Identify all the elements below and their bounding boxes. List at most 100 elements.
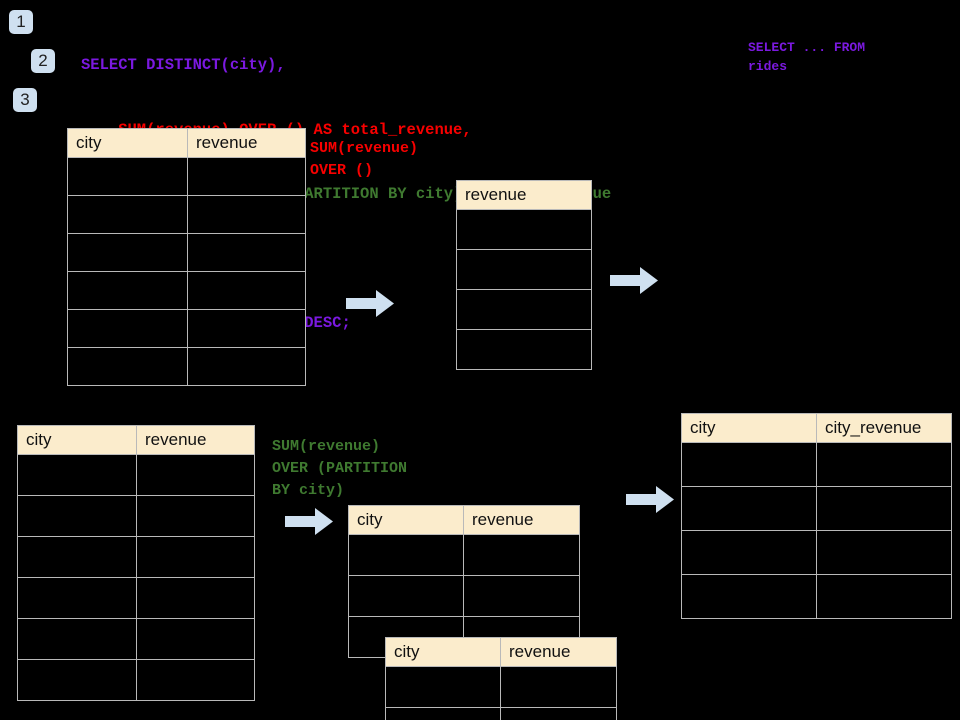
table-row <box>385 666 617 708</box>
cell-city <box>385 666 501 708</box>
table-row <box>681 530 952 575</box>
arrow-partition-to-result <box>626 486 674 513</box>
cell-revenue <box>456 289 592 330</box>
table-row <box>67 271 306 310</box>
table-row <box>67 347 306 386</box>
cell-revenue <box>136 577 255 619</box>
table-header-row: city revenue <box>67 128 306 158</box>
column-header-revenue: revenue <box>456 180 592 210</box>
column-header-revenue: revenue <box>463 505 580 535</box>
cell-city <box>67 347 188 386</box>
column-header-city: city <box>67 128 188 158</box>
cell-city <box>17 577 137 619</box>
cell-revenue <box>187 233 306 272</box>
rides-source-table-top: city revenue <box>67 128 306 386</box>
cell-city <box>385 707 501 720</box>
table-row <box>67 309 306 348</box>
table-header-row: revenue <box>456 180 592 210</box>
table-row <box>385 707 617 720</box>
cell-revenue <box>463 575 580 617</box>
result-table: city city_revenue <box>681 413 952 619</box>
table-row <box>348 575 580 617</box>
cell-city-revenue <box>816 574 952 619</box>
table-row <box>17 454 255 496</box>
cell-city <box>67 233 188 272</box>
total-revenue-table: revenue <box>456 180 592 370</box>
arrow-total-to-result <box>610 267 658 294</box>
cell-city <box>681 530 817 575</box>
cell-city <box>681 574 817 619</box>
step-badge-2: 2 <box>31 49 55 73</box>
cell-city <box>17 618 137 660</box>
table-row <box>681 442 952 487</box>
table-row <box>17 618 255 660</box>
cell-revenue <box>136 454 255 496</box>
partition-group-table-back: city revenue <box>348 505 580 658</box>
rides-source-table-bottom: city revenue <box>17 425 255 701</box>
table-header-row: city revenue <box>348 505 580 535</box>
table-row <box>348 534 580 576</box>
cell-city <box>67 157 188 196</box>
cell-revenue <box>187 309 306 348</box>
cell-city <box>681 442 817 487</box>
cell-city-revenue <box>816 442 952 487</box>
table-row <box>67 195 306 234</box>
cell-revenue <box>463 534 580 576</box>
cell-city <box>67 309 188 348</box>
cell-city <box>17 659 137 701</box>
arrow-source-to-partition <box>285 508 333 535</box>
step-badge-3: 3 <box>13 88 37 112</box>
cell-revenue <box>136 659 255 701</box>
table-row <box>456 249 592 290</box>
cell-city <box>67 271 188 310</box>
cell-revenue <box>500 666 617 708</box>
table-row <box>17 536 255 578</box>
column-header-revenue: revenue <box>136 425 255 455</box>
table-row <box>17 577 255 619</box>
cell-revenue <box>187 195 306 234</box>
table-row <box>456 329 592 370</box>
table-row <box>681 486 952 531</box>
cell-city-revenue <box>816 486 952 531</box>
table-row <box>456 209 592 250</box>
column-header-city: city <box>385 637 501 667</box>
cell-city <box>67 195 188 234</box>
cell-city <box>17 495 137 537</box>
cell-revenue <box>456 329 592 370</box>
cell-city <box>17 536 137 578</box>
cell-revenue <box>500 707 617 720</box>
annotation-sum-over-partition: SUM(revenue) OVER (PARTITION BY city) <box>272 438 408 499</box>
cell-revenue <box>187 157 306 196</box>
cell-city <box>348 575 464 617</box>
cell-revenue <box>456 209 592 250</box>
partition-group-table-front: city revenue <box>385 637 617 720</box>
cell-revenue <box>456 249 592 290</box>
table-row <box>456 289 592 330</box>
column-header-revenue: revenue <box>187 128 306 158</box>
cell-city <box>348 534 464 576</box>
cell-revenue <box>187 347 306 386</box>
cell-city <box>17 454 137 496</box>
cell-revenue <box>187 271 306 310</box>
table-row <box>17 495 255 537</box>
annotation-select-from-rides: SELECT ... FROM rides <box>748 40 866 74</box>
cell-revenue <box>136 618 255 660</box>
column-header-city: city <box>348 505 464 535</box>
table-row <box>67 233 306 272</box>
annotation-sum-over-empty: SUM(revenue) OVER () <box>310 140 419 179</box>
table-row <box>67 157 306 196</box>
step-badge-1: 1 <box>9 10 33 34</box>
column-header-city: city <box>17 425 137 455</box>
table-header-row: city revenue <box>385 637 617 667</box>
column-header-city: city <box>681 413 817 443</box>
table-row <box>17 659 255 701</box>
column-header-city-revenue: city_revenue <box>816 413 952 443</box>
table-header-row: city city_revenue <box>681 413 952 443</box>
sql-line-1: SELECT DISTINCT(city), <box>81 56 286 74</box>
cell-revenue <box>136 536 255 578</box>
cell-city-revenue <box>816 530 952 575</box>
column-header-revenue: revenue <box>500 637 617 667</box>
table-row <box>681 574 952 619</box>
cell-revenue <box>136 495 255 537</box>
